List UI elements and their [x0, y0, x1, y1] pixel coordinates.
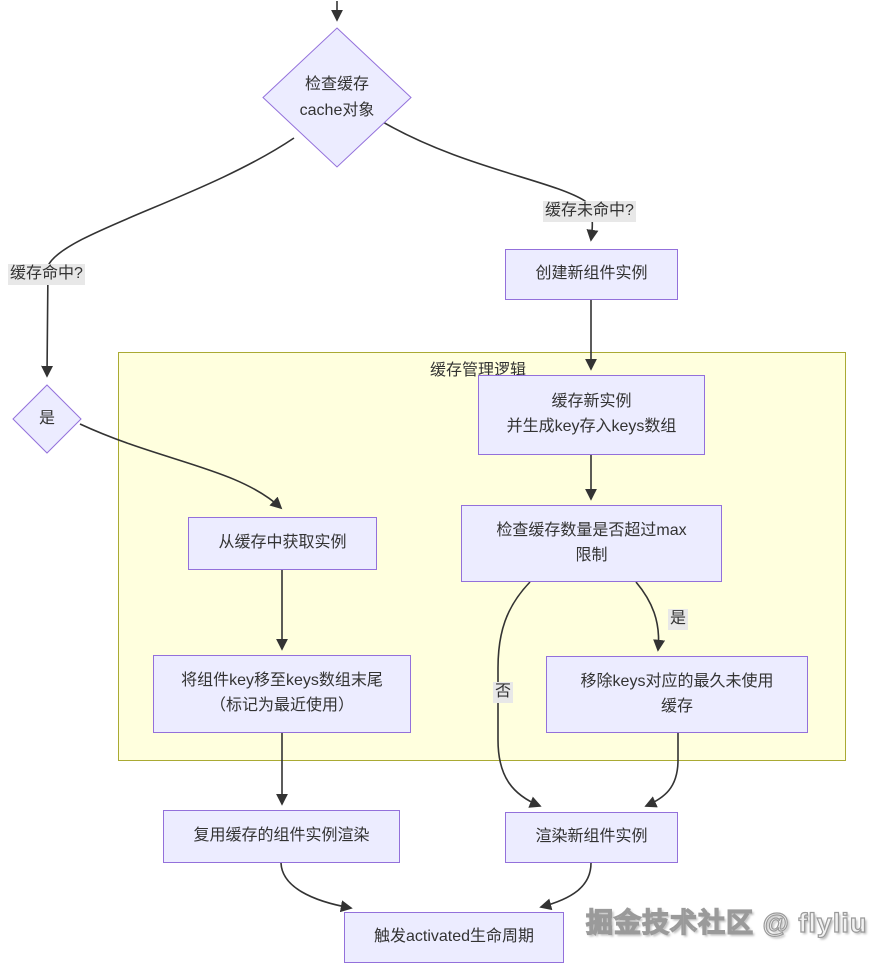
- node-get-from-cache: 从缓存中获取实例: [188, 517, 377, 570]
- node-trigger-activated: 触发activated生命周期: [344, 912, 564, 963]
- node-remove-oldest: 移除keys对应的最久未使用 缓存: [546, 656, 808, 733]
- yes-diamond-shape: [12, 384, 82, 454]
- edge-remove-to-render: [644, 733, 679, 808]
- edge-check-yes: [635, 581, 666, 652]
- edge-reuse-to-trigger: [280, 862, 353, 913]
- edge-label-cache-hit: 缓存命中?: [8, 264, 85, 285]
- edge-label-no: 否: [493, 682, 514, 703]
- node-yes-diamond: 是: [38, 410, 55, 428]
- node-check-cache: 检查缓存 cache对象: [299, 75, 375, 119]
- node-reuse-cached-render: 复用缓存的组件实例渲染: [163, 810, 400, 863]
- edge-cache-miss: [380, 120, 599, 242]
- edge-label-yes: 是: [668, 609, 689, 630]
- edge-check-no: [497, 581, 542, 808]
- watermark: 掘金技术社区 @ flyliu: [585, 907, 868, 938]
- edge-render-to-trigger: [539, 862, 592, 911]
- node-cache-new-instance: 缓存新实例 并生成key存入keys数组: [478, 375, 705, 455]
- edge-yes-to-get: [79, 423, 283, 510]
- check-cache-diamond-shape: [262, 27, 412, 168]
- node-check-max-limit: 检查缓存数量是否超过max 限制: [461, 505, 722, 582]
- edge-cache-hit: [41, 137, 295, 378]
- node-create-instance: 创建新组件实例: [505, 249, 678, 300]
- subgraph-title: 缓存管理逻辑: [430, 362, 527, 379]
- edge-label-cache-miss: 缓存未命中?: [543, 201, 636, 222]
- node-render-new-instance: 渲染新组件实例: [505, 812, 678, 863]
- node-move-key-to-end: 将组件key移至keys数组末尾 （标记为最近使用）: [153, 655, 411, 733]
